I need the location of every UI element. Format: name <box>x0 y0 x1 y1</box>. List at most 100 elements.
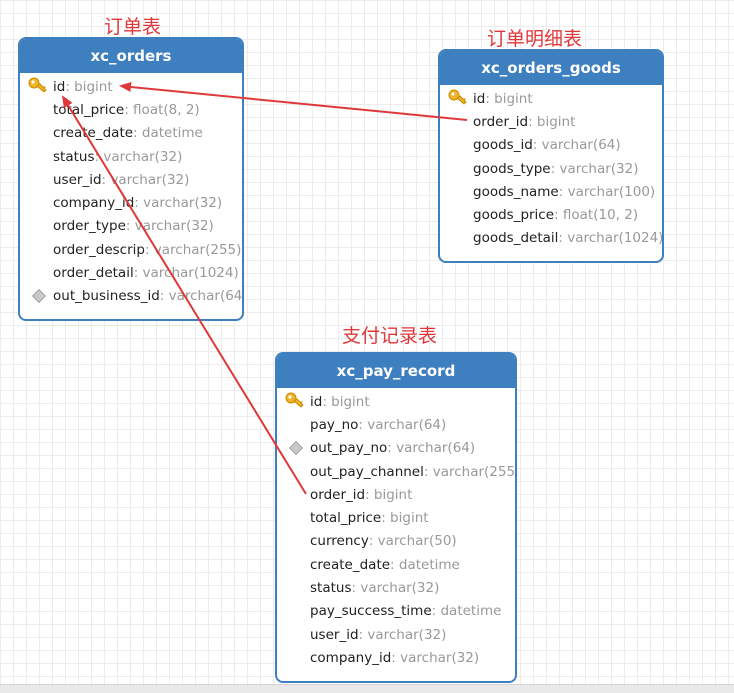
column-type: : bigint <box>365 486 413 503</box>
column-name: total_price <box>53 101 125 118</box>
column-type: : bigint <box>528 113 576 130</box>
table-column-row[interactable]: id: bigint <box>277 390 515 413</box>
table-column-row[interactable]: total_price: float(8, 2) <box>20 98 242 121</box>
table-column-row[interactable]: order_id: bigint <box>440 110 662 133</box>
table-column-row[interactable]: status: varchar(32) <box>277 576 515 599</box>
column-name: status <box>53 148 95 165</box>
horizontal-scrollbar[interactable] <box>0 684 734 693</box>
table-column-row[interactable]: out_business_id: varchar(64) <box>20 285 242 308</box>
column-name: create_date <box>53 125 134 142</box>
table-column-row[interactable]: goods_type: varchar(32) <box>440 157 662 180</box>
table-column-row[interactable]: status: varchar(32) <box>20 145 242 168</box>
column-name: goods_price <box>473 207 555 224</box>
table-column-row[interactable]: create_date: datetime <box>277 553 515 576</box>
table-column-row[interactable]: goods_detail: varchar(1024) <box>440 227 662 250</box>
table-column-row[interactable]: goods_id: varchar(64) <box>440 134 662 157</box>
column-name: goods_id <box>473 137 533 154</box>
table-column-row[interactable]: order_type: varchar(32) <box>20 215 242 238</box>
column-type: : varchar(32) <box>94 148 183 165</box>
table-column-row[interactable]: user_id: varchar(32) <box>20 168 242 191</box>
column-name: id <box>473 90 486 107</box>
table-column-row[interactable]: out_pay_no: varchar(64) <box>277 437 515 460</box>
table-column-row[interactable]: order_descrip: varchar(255) <box>20 238 242 261</box>
column-name: id <box>310 393 323 410</box>
column-name: user_id <box>53 171 102 188</box>
column-name: order_type <box>53 218 126 235</box>
table-column-row[interactable]: order_detail: varchar(1024) <box>20 261 242 284</box>
column-name: order_detail <box>53 265 134 282</box>
table-column-row[interactable]: id: bigint <box>20 75 242 98</box>
column-type: : datetime <box>133 125 203 142</box>
column-name: goods_name <box>473 183 559 200</box>
table-column-row[interactable]: pay_success_time: datetime <box>277 600 515 623</box>
column-name: pay_no <box>310 416 359 433</box>
column-type: : varchar(64) <box>387 440 476 457</box>
column-type: : varchar(1024) <box>558 230 664 247</box>
column-name: order_id <box>473 113 529 130</box>
column-name: out_business_id <box>53 288 160 305</box>
table-column-row[interactable]: currency: varchar(50) <box>277 530 515 553</box>
table-header: xc_pay_record <box>277 354 515 388</box>
table-header: xc_orders_goods <box>440 51 662 85</box>
column-type: : varchar(32) <box>550 160 639 177</box>
column-name: status <box>310 580 352 597</box>
table-column-row[interactable]: out_pay_channel: varchar(255) <box>277 460 515 483</box>
column-name: order_descrip <box>53 241 145 258</box>
column-type: : varchar(255) <box>423 463 517 480</box>
table-column-row[interactable]: pay_no: varchar(64) <box>277 413 515 436</box>
column-type: : varchar(32) <box>351 580 440 597</box>
primary-key-icon <box>285 391 305 413</box>
caption-orders: 订单表 <box>104 16 162 38</box>
table-column-row[interactable]: total_price: bigint <box>277 506 515 529</box>
table-column-row[interactable]: order_id: bigint <box>277 483 515 506</box>
column-type: : varchar(32) <box>358 626 447 643</box>
column-type: : varchar(64) <box>358 416 447 433</box>
column-type: : float(8, 2) <box>124 101 200 118</box>
column-type: : varchar(64) <box>532 137 621 154</box>
column-name: total_price <box>310 510 382 527</box>
column-name: company_id <box>310 649 392 666</box>
primary-key-icon <box>448 88 468 110</box>
column-type: : varchar(32) <box>125 218 214 235</box>
caption-pay-record: 支付记录表 <box>342 325 438 347</box>
column-type: : bigint <box>322 393 370 410</box>
column-type: : varchar(64) <box>159 288 244 305</box>
column-name: company_id <box>53 195 135 212</box>
table-column-row[interactable]: company_id: varchar(32) <box>277 646 515 669</box>
column-type: : varchar(100) <box>558 183 656 200</box>
column-name: order_id <box>310 486 366 503</box>
column-type: : bigint <box>485 90 533 107</box>
table-column-row[interactable]: user_id: varchar(32) <box>277 623 515 646</box>
column-type: : varchar(255) <box>144 241 242 258</box>
column-name: goods_type <box>473 160 551 177</box>
column-name: out_pay_channel <box>310 463 424 480</box>
column-type: : bigint <box>381 510 429 527</box>
column-name: user_id <box>310 626 359 643</box>
table-column-row[interactable]: id: bigint <box>440 87 662 110</box>
primary-key-icon <box>28 76 48 98</box>
column-type: : varchar(32) <box>101 171 190 188</box>
column-type: : varchar(1024) <box>133 265 239 282</box>
column-name: out_pay_no <box>310 440 388 457</box>
column-type: : datetime <box>390 556 460 573</box>
column-type: : varchar(50) <box>368 533 457 550</box>
table-column-row[interactable]: create_date: datetime <box>20 122 242 145</box>
table-column-row[interactable]: goods_price: float(10, 2) <box>440 203 662 226</box>
table-header: xc_orders <box>20 39 242 73</box>
caption-orders-goods: 订单明细表 <box>487 28 583 50</box>
column-name: currency <box>310 533 369 550</box>
column-type: : bigint <box>65 78 113 95</box>
column-type: : varchar(32) <box>134 195 223 212</box>
index-icon <box>288 441 304 456</box>
column-name: id <box>53 78 66 95</box>
table-column-row[interactable]: goods_name: varchar(100) <box>440 180 662 203</box>
table-column-row[interactable]: company_id: varchar(32) <box>20 191 242 214</box>
index-icon <box>31 289 47 304</box>
column-name: pay_success_time <box>310 603 432 620</box>
